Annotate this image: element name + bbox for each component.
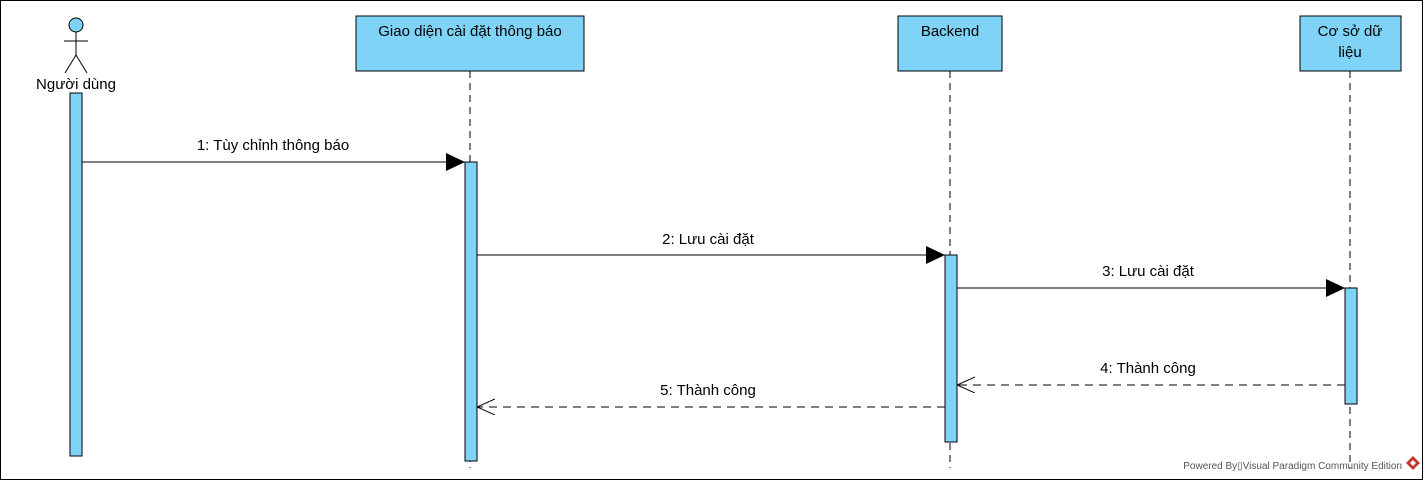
lifeline-db-box — [1299, 15, 1402, 72]
lifeline-db-label-line1: Cơ sở dữ — [1318, 23, 1383, 40]
actor-leg-right — [75, 54, 88, 74]
lifeline-db-head: Cơ sở dữ liệu — [1299, 15, 1402, 72]
message-5: 5: Thành công — [477, 382, 945, 407]
lifeline-db-label-line2: liệu — [1338, 44, 1361, 61]
message-3-label: 3: Lưu cài đặt — [1102, 263, 1195, 280]
activation-ui — [464, 161, 478, 462]
message-4: 4: Thành công — [957, 360, 1345, 385]
lifeline-ui-label: Giao diện cài đặt thông báo — [378, 23, 561, 40]
actor-head — [68, 17, 84, 33]
message-1-label: 1: Tùy chỉnh thông báo — [197, 137, 349, 154]
activation-backend — [944, 254, 958, 443]
actor-name: Người dùng — [36, 76, 116, 93]
message-2-label: 2: Lưu cài đặt — [662, 231, 755, 248]
actor-user: Người dùng — [36, 17, 116, 93]
lifeline-ui-box — [355, 15, 585, 72]
watermark-text: Powered By▯Visual Paradigm Community Edi… — [1183, 461, 1402, 472]
message-3: 3: Lưu cài đặt — [957, 263, 1345, 297]
activation-user — [69, 92, 83, 457]
vp-logo-icon-inner — [1410, 460, 1416, 466]
lifeline-ui-head: Giao diện cài đặt thông báo — [355, 15, 585, 72]
message-2: 2: Lưu cài đặt — [477, 231, 945, 264]
activation-db — [1344, 287, 1358, 405]
actor-leg-left — [64, 54, 77, 74]
message-5-label: 5: Thành công — [660, 382, 756, 399]
message-1: 1: Tùy chỉnh thông báo — [82, 137, 465, 171]
lifeline-backend-box — [897, 15, 1003, 72]
message-4-label: 4: Thành công — [1100, 360, 1196, 377]
lifeline-backend-head: Backend — [897, 15, 1003, 72]
watermark: Powered By▯Visual Paradigm Community Edi… — [1183, 456, 1420, 472]
lifeline-backend-label: Backend — [921, 23, 979, 40]
